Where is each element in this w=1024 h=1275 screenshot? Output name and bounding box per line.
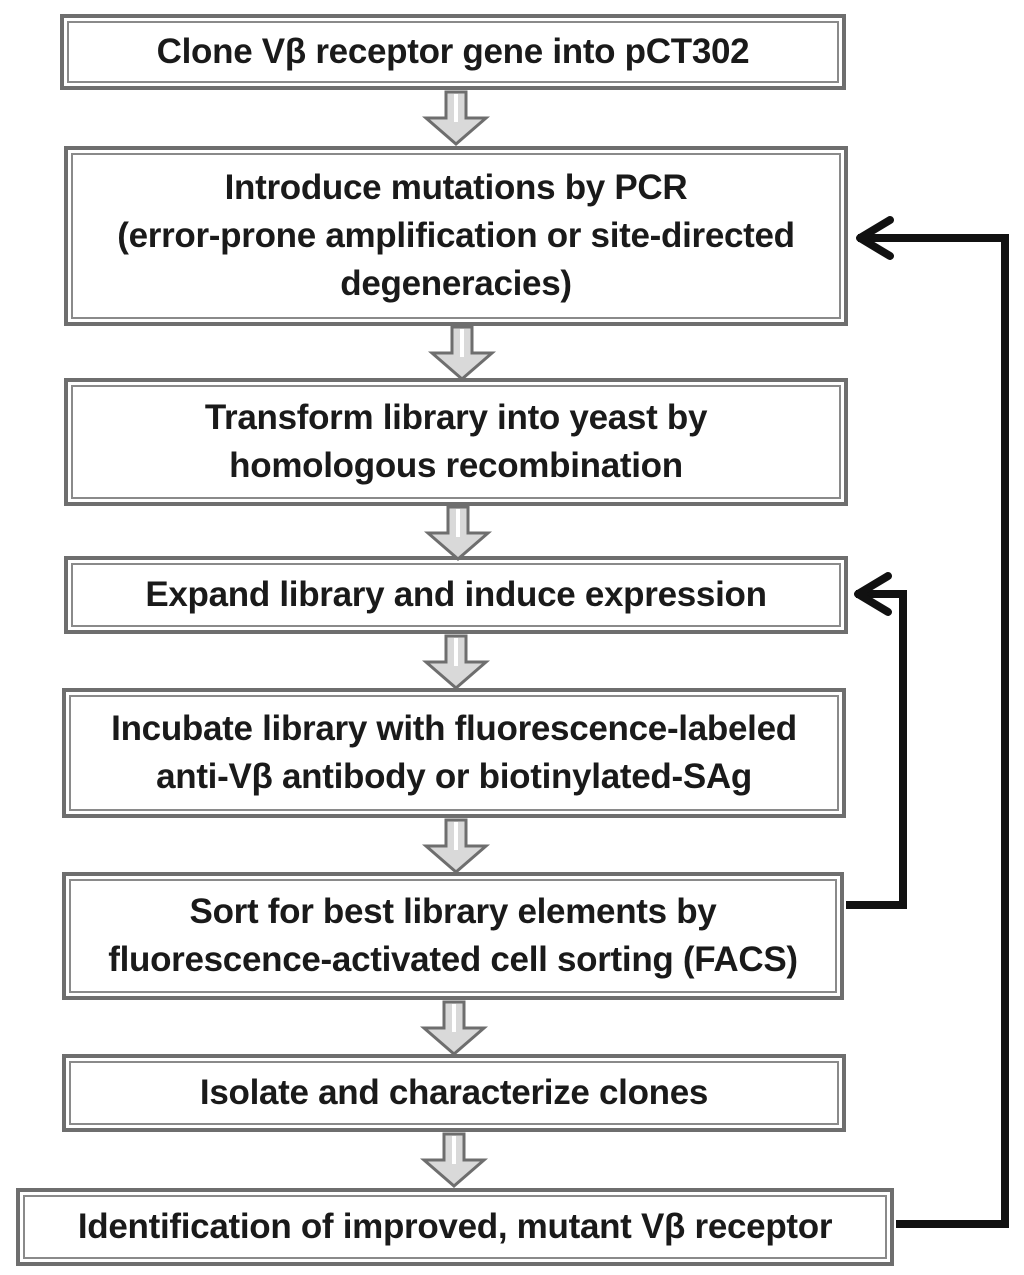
loop-arrow-sort-to-expand-icon [846,572,907,909]
step-transform-library: Transform library into yeast by homologo… [64,378,848,506]
step-sort-facs: Sort for best library elements by fluore… [62,872,844,1000]
step-text-line: Isolate and characterize clones [199,1073,709,1112]
step-clone-gene: Clone Vβ receptor gene into pCT302 [60,14,846,90]
step-introduce-mutations: Introduce mutations by PCR (error-prone … [64,146,848,326]
step-text-line: (error-prone amplification or site-direc… [117,216,795,255]
step-identification: Identification of improved, mutant Vβ re… [16,1188,894,1266]
step-text-line: Expand library and induce expression [145,575,767,614]
down-arrow-icon [422,1132,486,1188]
down-arrow-icon [430,325,494,381]
step-incubate-library: Incubate library with fluorescence-label… [62,688,846,818]
step-text-line: degeneracies) [340,264,572,303]
step-text-line: Introduce mutations by PCR [224,168,688,207]
step-text-line: Sort for best library elements by [189,892,717,931]
step-text-line: Incubate library with fluorescence-label… [111,709,797,748]
down-arrow-icon [422,1000,486,1056]
down-arrow-icon [424,818,488,874]
step-text-line: Transform library into yeast by [204,398,708,437]
down-arrow-icon [424,634,488,690]
loop-arrow-identify-to-mutations-icon [856,216,1009,1228]
step-text-line: homologous recombination [229,446,683,485]
step-text-line: anti-Vβ antibody or biotinylated-SAg [156,757,752,796]
step-text-line: Clone Vβ receptor gene into pCT302 [156,32,750,71]
down-arrow-icon [426,505,490,561]
step-expand-library: Expand library and induce expression [64,556,848,634]
step-text-line: Identification of improved, mutant Vβ re… [77,1207,833,1246]
down-arrow-icon [424,90,488,146]
step-text-line: fluorescence-activated cell sorting (FAC… [108,940,798,979]
step-isolate-clones: Isolate and characterize clones [62,1054,846,1132]
